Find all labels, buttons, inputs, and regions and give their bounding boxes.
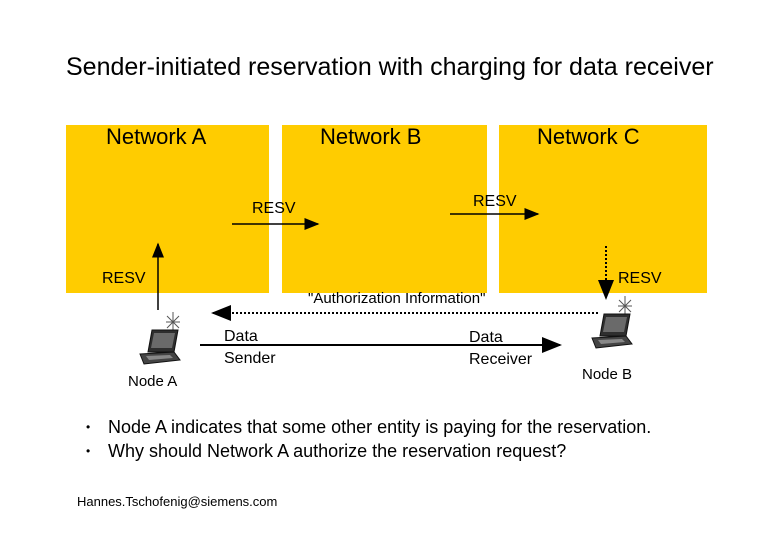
resv-label-bc: RESV bbox=[473, 193, 517, 210]
data-receiver-label: Data Receiver bbox=[469, 329, 533, 368]
bullet-text: Why should Network A authorize the reser… bbox=[108, 441, 567, 461]
bullet-list: • Node A indicates that some other entit… bbox=[86, 415, 651, 463]
node-a-laptop-icon bbox=[139, 312, 181, 365]
footer-email: Hannes.Tschofenig@siemens.com bbox=[77, 494, 278, 509]
auth-info-label: "Authorization Information" bbox=[308, 290, 486, 307]
bullet-item: • Node A indicates that some other entit… bbox=[86, 415, 651, 439]
data-sender-label: Data Sender bbox=[224, 328, 276, 367]
network-a-label: Network A bbox=[106, 124, 207, 149]
slide-title: Sender-initiated reservation with chargi… bbox=[66, 53, 714, 81]
bullet-dot-icon: • bbox=[86, 420, 91, 434]
network-a-region bbox=[66, 125, 269, 293]
node-b-laptop-icon bbox=[591, 296, 633, 349]
network-b-region bbox=[282, 125, 487, 293]
resv-label-node-a: RESV bbox=[102, 270, 146, 287]
bullet-item: • Why should Network A authorize the res… bbox=[86, 439, 651, 463]
node-b-label: Node B bbox=[582, 366, 633, 383]
bullet-text: Node A indicates that some other entity … bbox=[108, 417, 652, 437]
bullet-dot-icon: • bbox=[86, 444, 91, 458]
network-c-label: Network C bbox=[537, 124, 640, 149]
network-b-label: Network B bbox=[320, 124, 422, 149]
node-a-label: Node A bbox=[128, 373, 178, 390]
resv-label-ab: RESV bbox=[252, 200, 296, 217]
resv-label-node-b: RESV bbox=[618, 270, 662, 287]
